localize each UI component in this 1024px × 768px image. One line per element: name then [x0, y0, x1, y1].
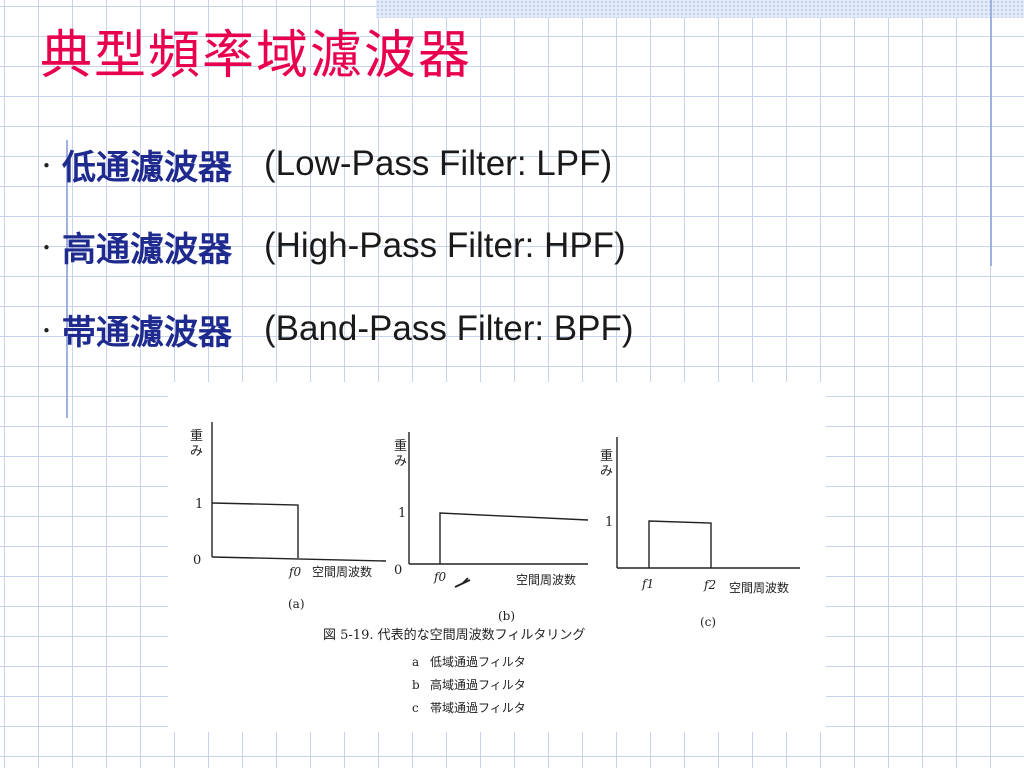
legend-key-c: c [412, 701, 419, 715]
bpf-response-line [648, 520, 712, 568]
x-axis-label: 空間周波数 [729, 580, 789, 595]
x-axis [211, 556, 387, 562]
y-label-top: 重 [600, 448, 613, 464]
bullet-marker: ･ [40, 233, 54, 264]
tick-one: 1 [605, 515, 613, 530]
bullet-high-pass: ･ 高通濾波器 (High-Pass Filter: HPF) [40, 222, 626, 270]
y-label-bottom: み [600, 464, 613, 479]
filter-diagram: 重 み 1 0 f0 空間周波数 (a) 重 み 1 0 f0 空間周波数 (b… [190, 422, 800, 715]
panel-band-pass [616, 437, 800, 569]
top-decorative-strip [376, 0, 1024, 18]
y-label-bottom: み [394, 454, 407, 469]
x-axis-label: 空間周波数 [312, 564, 372, 579]
slide-title: 典型頻率域濾波器 [40, 26, 473, 86]
legend-text-a: 低域通過フィルタ [430, 655, 526, 669]
panel-label-b: (b) [498, 609, 515, 623]
tick-one: 1 [398, 506, 406, 521]
hpf-response-line [439, 512, 589, 564]
bullet-en-label: (Low-Pass Filter: LPF) [264, 144, 613, 183]
tick-zero: 0 [193, 553, 201, 568]
filter-figure: 重 み 1 0 f0 空間周波数 (a) 重 み 1 0 f0 空間周波数 (b… [168, 382, 826, 732]
tick-zero: 0 [394, 563, 402, 578]
legend-key-a: a [412, 655, 419, 669]
f2-label: f2 [703, 578, 716, 592]
figure-caption: 図 5-19. 代表的な空間周波数フィルタリング [323, 627, 585, 643]
panel-label-c: (c) [700, 615, 716, 629]
scan-mark [454, 577, 471, 588]
lpf-response-line [211, 502, 299, 558]
y-label-top: 重 [190, 428, 203, 444]
y-label-top: 重 [394, 438, 407, 454]
x-axis-label: 空間周波数 [516, 572, 576, 587]
panel-low-pass [211, 422, 387, 562]
legend-text-b: 高域通過フィルタ [430, 677, 526, 692]
legend-text-c: 帯域通過フィルタ [430, 701, 526, 715]
legend-key-b: b [412, 678, 420, 692]
bullet-en-label: (High-Pass Filter: HPF) [264, 226, 626, 265]
bullet-low-pass: ･ 低通濾波器 (Low-Pass Filter: LPF) [40, 140, 612, 188]
bullet-jp-label: 高通濾波器 [62, 229, 232, 270]
f0-label: f0 [433, 570, 446, 584]
left-accent-line [66, 140, 68, 418]
f0-label: f0 [288, 565, 301, 579]
tick-one: 1 [195, 497, 203, 512]
bullet-band-pass: ･ 帯通濾波器 (Band-Pass Filter: BPF) [40, 305, 634, 353]
bullet-marker: ･ [40, 151, 54, 182]
right-accent-line [990, 0, 992, 266]
panel-label-a: (a) [288, 597, 305, 611]
panel-high-pass [408, 432, 589, 588]
bullet-en-label: (Band-Pass Filter: BPF) [264, 309, 634, 348]
bullet-marker: ･ [40, 316, 54, 347]
bullet-jp-label: 低通濾波器 [62, 147, 232, 188]
y-label-bottom: み [190, 444, 203, 459]
f1-label: f1 [641, 577, 654, 591]
bullet-jp-label: 帯通濾波器 [62, 312, 232, 353]
